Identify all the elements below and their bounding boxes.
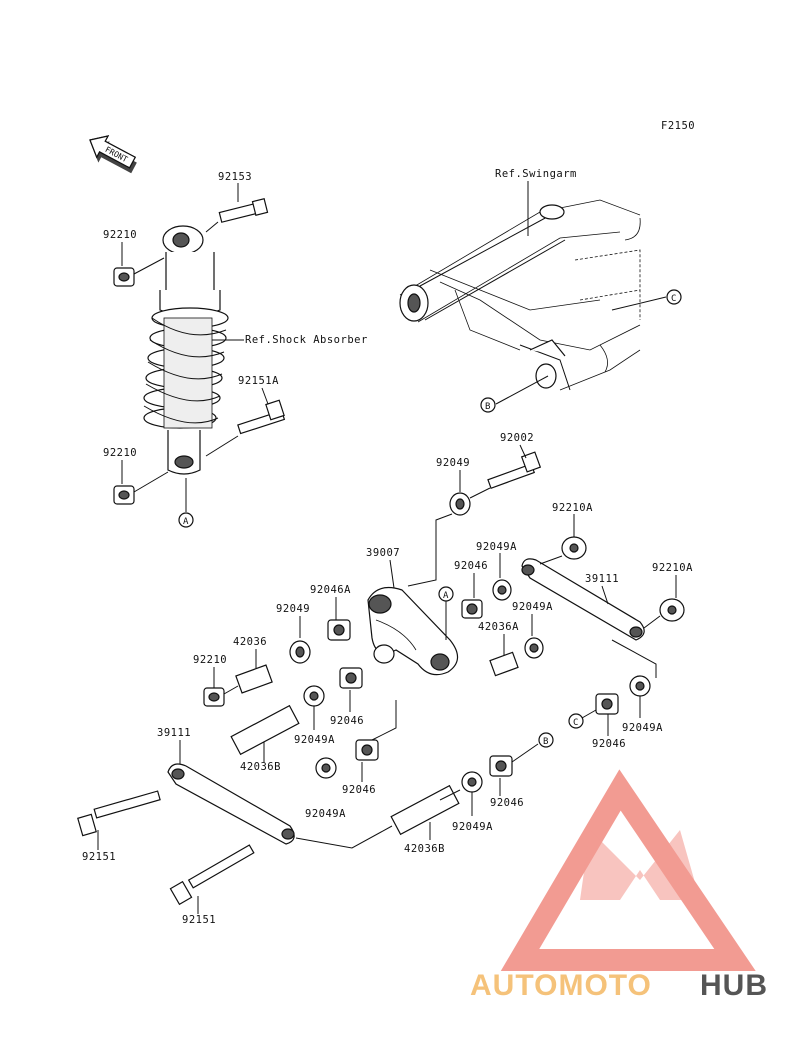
collar-92046-mid <box>339 667 363 689</box>
collar-92046-top <box>461 599 483 619</box>
label-92049A-left: 92049A <box>294 734 335 746</box>
label-92153: 92153 <box>218 171 252 183</box>
link-39111-right <box>521 558 645 641</box>
bolt-92002 <box>487 451 542 489</box>
label-92210-top: 92210 <box>103 229 137 241</box>
label-92049-mid: 92049 <box>276 603 310 615</box>
bolt-92151A <box>237 399 286 435</box>
seal-92049-top <box>449 492 471 516</box>
watermark-text: AUTOMOTO HUB <box>470 969 768 1002</box>
bolt-92151-a <box>77 790 161 837</box>
label-92049A-right: 92049A <box>622 722 663 734</box>
collar-92046A <box>327 619 351 641</box>
label-92046-right: 92046 <box>592 738 626 750</box>
nut-92210-mid <box>203 687 225 707</box>
figure-code: F2150 <box>661 120 695 132</box>
collar-92046-low <box>355 739 379 761</box>
label-92046A: 92046A <box>310 584 351 596</box>
callout-c-link <box>568 713 584 729</box>
label-92049A-bottom: 92049A <box>452 821 493 833</box>
label-42036A: 42036A <box>478 621 519 633</box>
label-92210A-top: 92210A <box>552 502 593 514</box>
label-92151-b: 92151 <box>182 914 216 926</box>
label-42036B-bottom: 42036B <box>404 843 445 855</box>
label-92210-mid: 92210 <box>193 654 227 666</box>
seal-92049A-bottom <box>461 771 483 793</box>
label-92151-a: 92151 <box>82 851 116 863</box>
nut-92210-top <box>113 267 135 287</box>
seal-92049A-left <box>303 685 325 707</box>
collar-92046-right <box>595 693 619 715</box>
nut-92210A-right <box>659 598 685 622</box>
swingarm-outline <box>399 199 641 391</box>
sleeve-42036B-left <box>230 704 300 756</box>
seal-92049A-top <box>492 579 512 601</box>
label-92046-mid: 92046 <box>330 715 364 727</box>
callout-b-swingarm <box>480 397 496 413</box>
sleeve-42036 <box>235 664 273 694</box>
callout-c-swingarm <box>666 289 682 305</box>
label-92046-bottom: 92046 <box>490 797 524 809</box>
label-92210A-right: 92210A <box>652 562 693 574</box>
svg-text:A: A <box>183 517 189 527</box>
label-92049-top: 92049 <box>436 457 470 469</box>
watermark-automoto: AUTOMOTO <box>470 969 652 1002</box>
watermark-hub: HUB <box>700 969 768 1002</box>
label-92049A-top: 92049A <box>476 541 517 553</box>
seal-92049A-mid <box>524 637 544 659</box>
bolt-92153 <box>218 198 269 223</box>
svg-text:C: C <box>573 718 578 728</box>
callout-a-shock <box>178 512 194 528</box>
nut-92210-low <box>113 485 135 505</box>
svg-text:B: B <box>485 402 490 412</box>
svg-text:B: B <box>543 737 548 747</box>
label-ref-swingarm: Ref.Swingarm <box>495 168 577 180</box>
label-92210-low: 92210 <box>103 447 137 459</box>
callout-b-bottom <box>538 732 554 748</box>
label-39007: 39007 <box>366 547 400 559</box>
collar-92046-bottom <box>489 755 513 777</box>
svg-text:A: A <box>443 591 449 601</box>
label-92049A-link: 92049A <box>305 808 346 820</box>
nut-92210A-top <box>561 536 587 560</box>
label-92049A-mid: 92049A <box>512 601 553 613</box>
svg-text:C: C <box>671 294 676 304</box>
label-39111-right: 39111 <box>585 573 619 585</box>
label-42036: 42036 <box>233 636 267 648</box>
label-92151A: 92151A <box>238 375 279 387</box>
seal-92049A-right <box>629 675 651 697</box>
shock-absorber <box>143 225 229 475</box>
label-39111-left: 39111 <box>157 727 191 739</box>
seal-92049-mid <box>289 640 311 664</box>
seal-92046-low-washer <box>315 757 337 779</box>
watermark-logo <box>500 769 756 971</box>
label-ref-shock: Ref.Shock Absorber <box>245 334 368 346</box>
sleeve-42036A <box>489 651 519 677</box>
label-92046-low: 92046 <box>342 784 376 796</box>
front-arrow-icon: FRONT <box>89 135 137 174</box>
label-42036B-left: 42036B <box>240 761 281 773</box>
link-39111-left <box>167 763 295 845</box>
rocker-arm-39007 <box>367 587 459 676</box>
label-92002: 92002 <box>500 432 534 444</box>
label-92046-top: 92046 <box>454 560 488 572</box>
sleeve-42036B-bottom <box>390 784 460 836</box>
bolt-92151-b <box>169 844 255 906</box>
